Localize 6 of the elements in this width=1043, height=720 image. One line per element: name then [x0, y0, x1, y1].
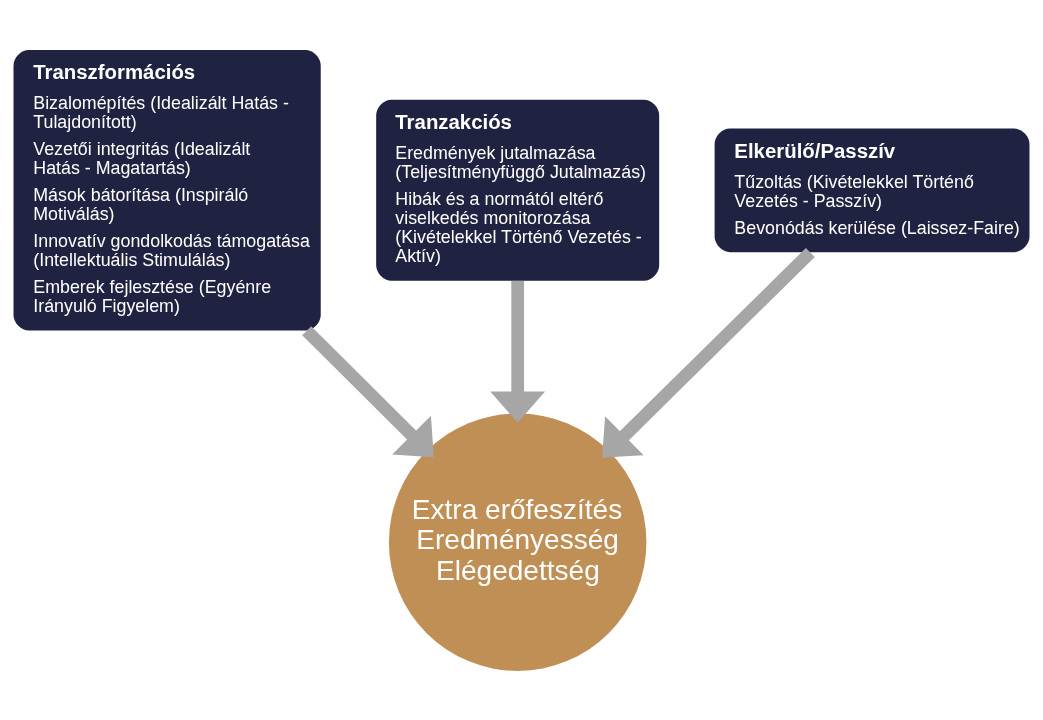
arrow [302, 325, 434, 457]
node-box: Tranzakciós Eredmények jutalmazása (Teljesítményfüggő Jutalmazás) Hibák és a normától eltérő viselkedés monitorozása (Kivételekkel Történő Vezetés - Aktív) [376, 99, 660, 281]
arrow [602, 247, 815, 458]
node-box: Elkerülő/Passzív Tűzoltás (Kivételekkel Történő Vezetés - Passzív) Bevonódás kerülése (Laissez-Faire) [714, 128, 1030, 252]
arrow [490, 280, 546, 423]
node-box: Transzformációs Bizalomépítés (Idealizált Hatás - Tulajdonított) Vezetői integritás (Idealizált Hatás - Magatartás) Mások bátorítása (Inspiráló Motiválás) Innovatív gondolkodás támogatása (Intellektuális Stimulálás) Emberek fejlesztése (Egyénre Irányuló Figyelem) [13, 49, 321, 331]
